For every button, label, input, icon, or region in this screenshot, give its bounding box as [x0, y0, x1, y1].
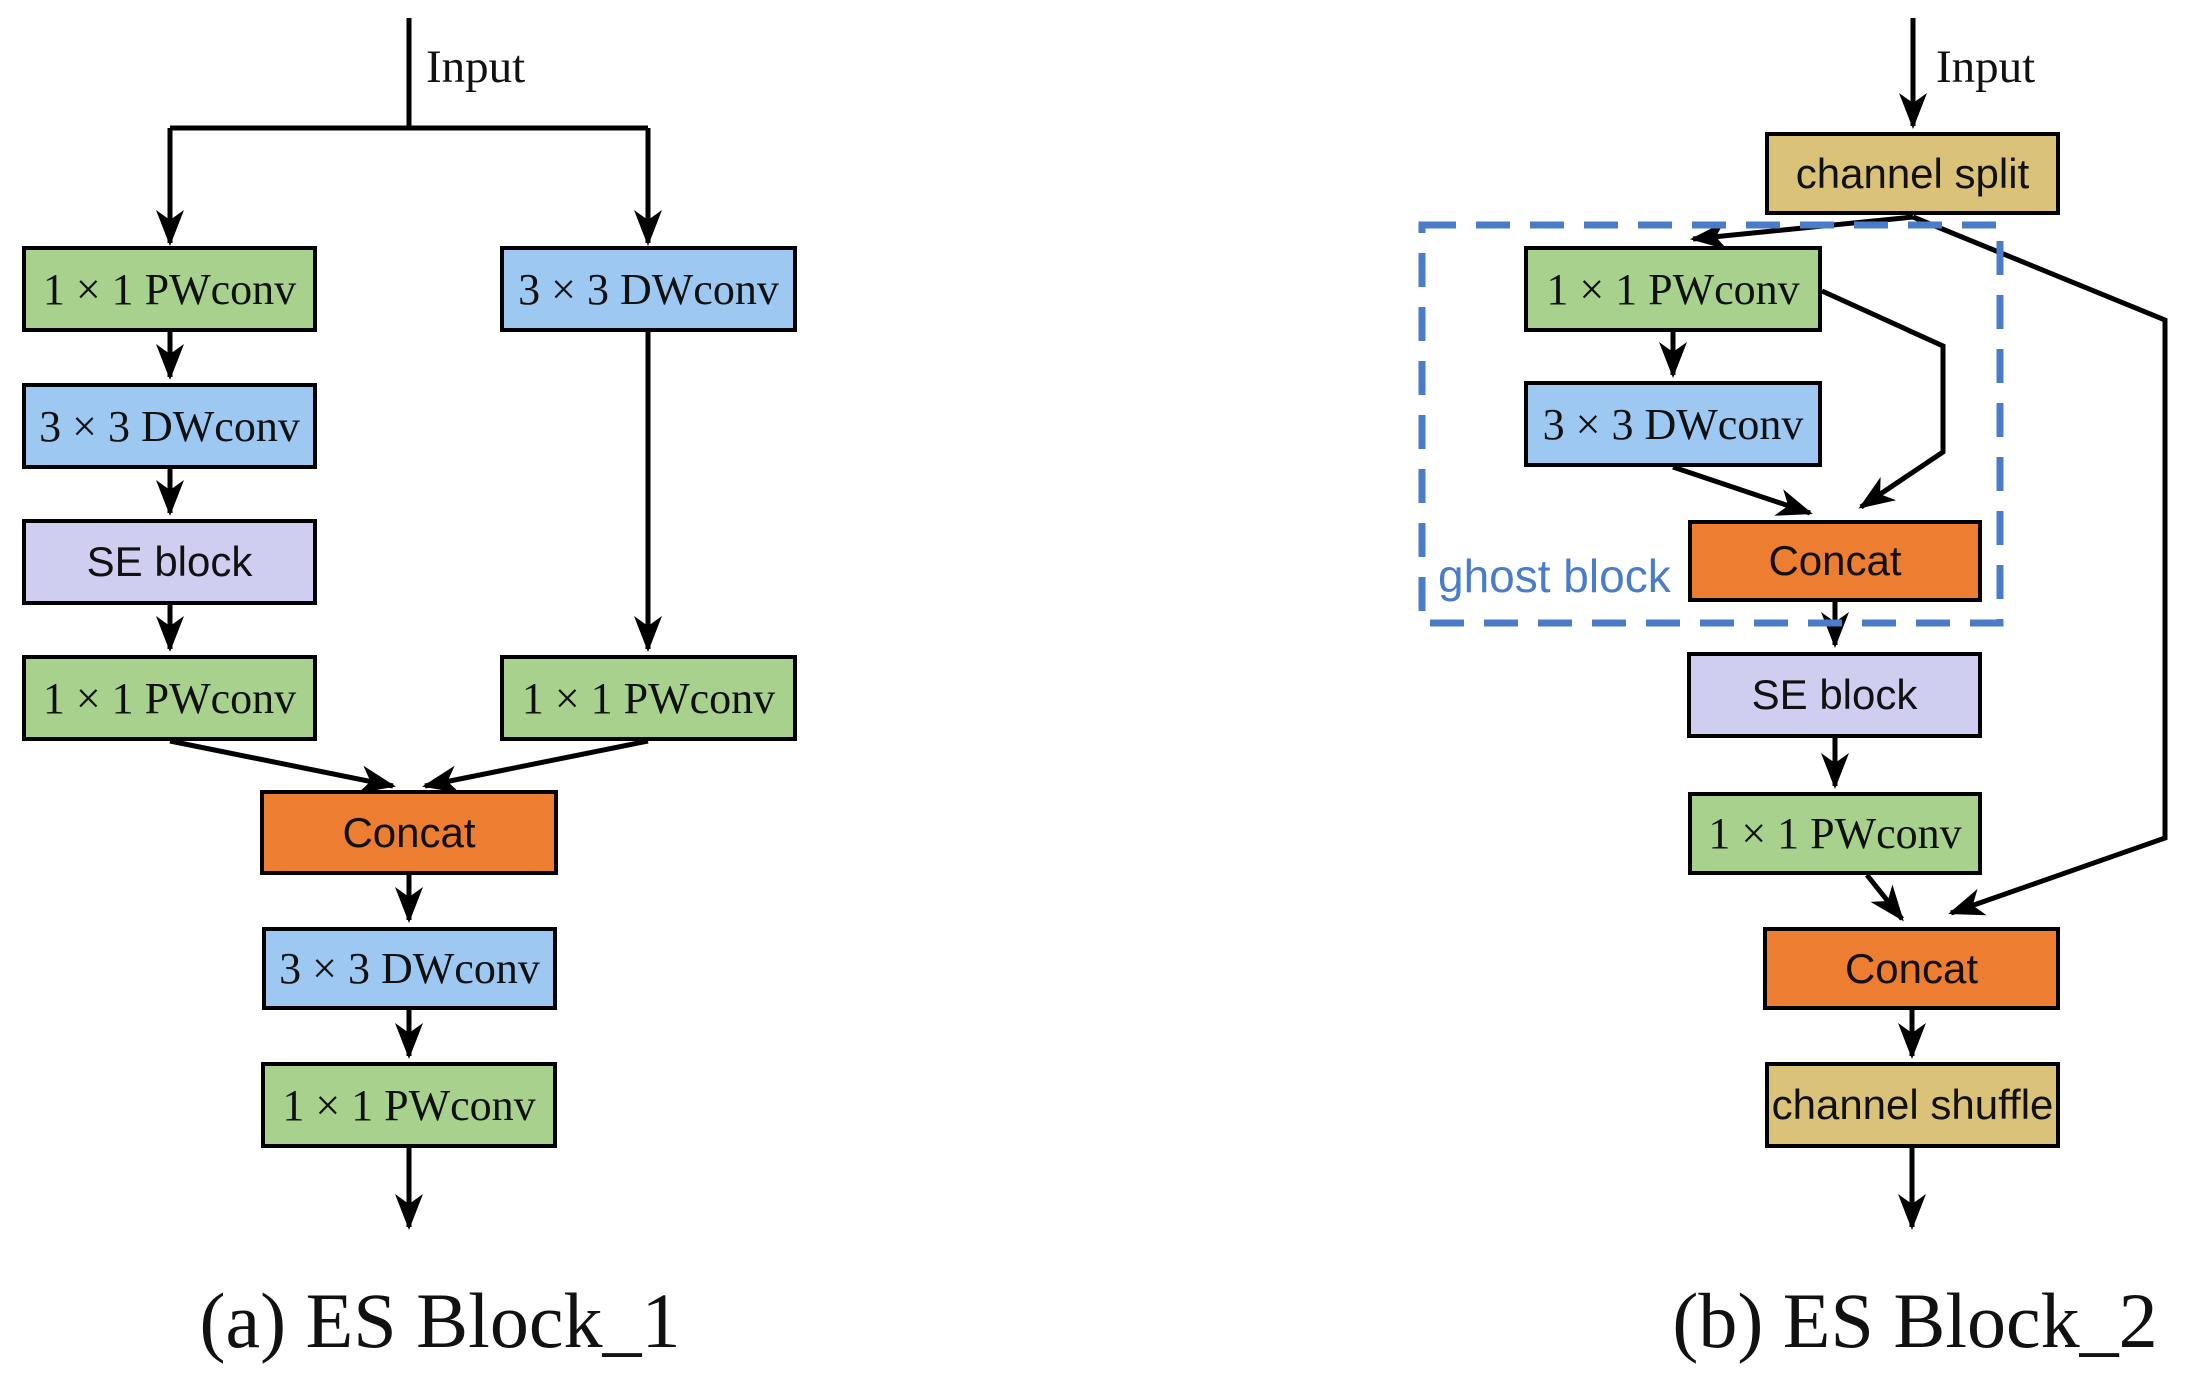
node-b-channel-shuffle: channel shuffle [1765, 1062, 2060, 1148]
input-label-a: Input [426, 41, 526, 93]
node-b-dwconv-1: 3 × 3 DWconv [1524, 381, 1822, 467]
node-a-concat: Concat [260, 790, 558, 875]
node-a-pwconv-right: 1 × 1 PWconv [500, 655, 797, 741]
node-a-dwconv-2: 3 × 3 DWconv [262, 927, 557, 1010]
node-b-pwconv-2: 1 × 1 PWconv [1688, 792, 1982, 875]
node-a-pwconv-3: 1 × 1 PWconv [261, 1062, 557, 1148]
input-label-b: Input [1936, 41, 2036, 93]
node-b-pwconv-1: 1 × 1 PWconv [1524, 246, 1822, 332]
node-b-concat-2: Concat [1763, 927, 2060, 1010]
node-b-channel-split: channel split [1765, 132, 2060, 215]
ghost-block-outline [1418, 221, 2004, 627]
caption-b: (b) ES Block_2 [1672, 1277, 2158, 1364]
ghost-block-label: ghost block [1438, 550, 1671, 602]
node-a-se-block: SE block [22, 519, 317, 605]
node-b-concat-1: Concat [1688, 520, 1982, 602]
caption-a: (a) ES Block_1 [199, 1277, 681, 1364]
node-a-dwconv-right: 3 × 3 DWconv [500, 246, 797, 332]
node-a-pwconv-1: 1 × 1 PWconv [22, 246, 317, 332]
node-a-pwconv-2: 1 × 1 PWconv [22, 655, 317, 741]
node-b-se-block: SE block [1687, 652, 1982, 738]
node-a-dwconv-1: 3 × 3 DWconv [22, 383, 317, 469]
